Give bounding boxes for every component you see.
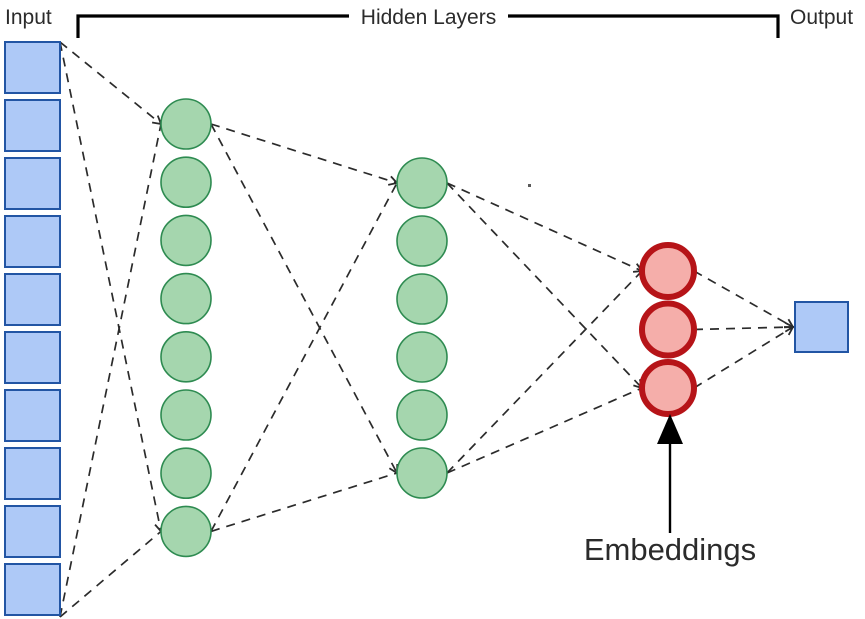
input-cell <box>4 505 61 558</box>
hidden-layer-2 <box>396 157 448 499</box>
input-cell <box>4 99 61 152</box>
connection-arrowhead <box>388 175 399 186</box>
hidden-node <box>396 447 448 499</box>
hidden-node <box>160 156 212 208</box>
output-layer <box>794 301 849 353</box>
connection-lines <box>59 41 795 618</box>
connection-line <box>446 182 643 272</box>
connection-arrowhead <box>783 326 795 336</box>
hidden-node <box>396 215 448 267</box>
connection-line <box>693 270 794 328</box>
input-cell <box>4 41 61 94</box>
connection-line <box>446 182 643 389</box>
connection-line <box>59 41 162 125</box>
hidden-node <box>160 447 212 500</box>
hidden-node <box>396 331 448 383</box>
embedding-node <box>639 300 697 359</box>
hidden-node <box>160 214 212 267</box>
connection-line <box>446 270 643 474</box>
hidden-node <box>396 273 448 325</box>
connection-line <box>693 326 794 331</box>
embeddings-arrow-head <box>657 414 683 444</box>
input-cell <box>4 447 61 500</box>
speck-artifact <box>528 184 531 187</box>
embedding-node <box>639 359 697 417</box>
hidden-layers-bracket <box>76 14 780 38</box>
bracket-path <box>76 14 780 38</box>
connection-line <box>210 472 398 533</box>
embeddings-label: Embeddings <box>584 532 756 567</box>
connection-line <box>446 387 643 474</box>
input-cell <box>4 215 61 268</box>
hidden-node <box>160 98 212 150</box>
connection-line <box>59 123 162 618</box>
input-cell <box>4 563 61 616</box>
hidden-node <box>396 389 448 441</box>
output-cell <box>794 301 849 353</box>
input-cell <box>4 273 61 326</box>
input-layer <box>4 41 61 616</box>
connection-line <box>210 123 398 474</box>
hidden-node <box>160 389 212 441</box>
input-cell <box>4 331 61 384</box>
embedding-layer <box>639 242 697 417</box>
embeddings-callout-arrow <box>657 414 683 533</box>
hidden-layer-1 <box>160 98 212 558</box>
connection-line <box>210 123 398 184</box>
input-cell <box>4 157 61 210</box>
connection-line <box>59 530 162 618</box>
connection-line <box>59 41 162 532</box>
input-label: Input <box>5 6 52 29</box>
embedding-node <box>639 242 697 300</box>
hidden-node <box>160 505 212 558</box>
output-label: Output <box>790 6 853 29</box>
hidden-node <box>160 272 212 325</box>
hidden-node <box>396 157 448 209</box>
input-cell <box>4 389 61 442</box>
connection-line <box>210 182 398 532</box>
connection-line <box>693 326 794 389</box>
hidden-node <box>160 330 212 383</box>
hidden-layers-label: Hidden Layers <box>361 6 496 29</box>
